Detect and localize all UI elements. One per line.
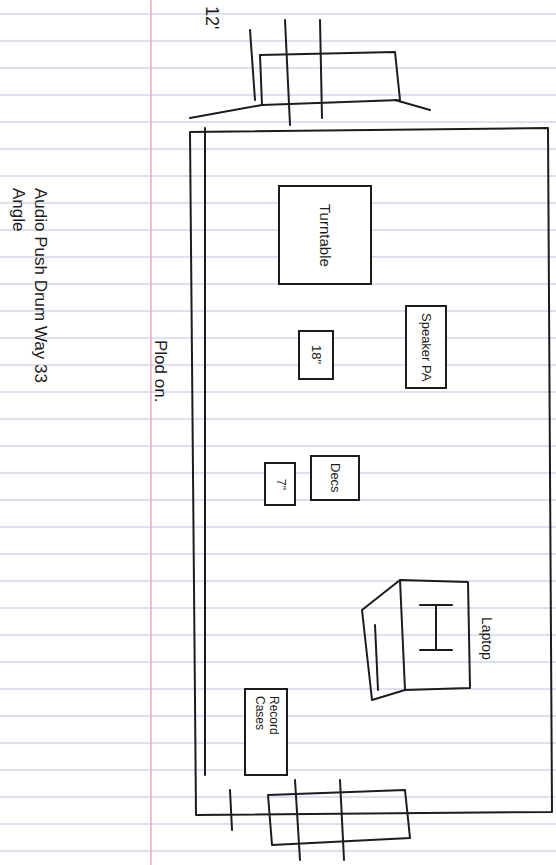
laptop-label: Laptop [470, 588, 504, 688]
note-label: 12' [200, 6, 223, 46]
equipment-box: Speaker PA [405, 305, 447, 389]
equipment-box: 7" [264, 462, 296, 506]
note-label: Audio Push Drum Way 33 Angle [8, 188, 51, 388]
equipment-box: Decs [310, 455, 360, 501]
node-text: 18" [309, 345, 324, 364]
equipment-box: Record Cases [244, 688, 288, 776]
node-text: Decs [328, 463, 343, 493]
node-text: Laptop [479, 617, 495, 660]
node-text: 7" [273, 479, 287, 490]
equipment-box: 18" [298, 330, 334, 380]
node-text: Turntable [316, 204, 333, 267]
node-text: Record Cases [252, 696, 280, 768]
node-text: Speaker PA [419, 313, 434, 381]
note-label: Plod on. [150, 340, 171, 410]
equipment-box: Turntable [278, 185, 372, 285]
